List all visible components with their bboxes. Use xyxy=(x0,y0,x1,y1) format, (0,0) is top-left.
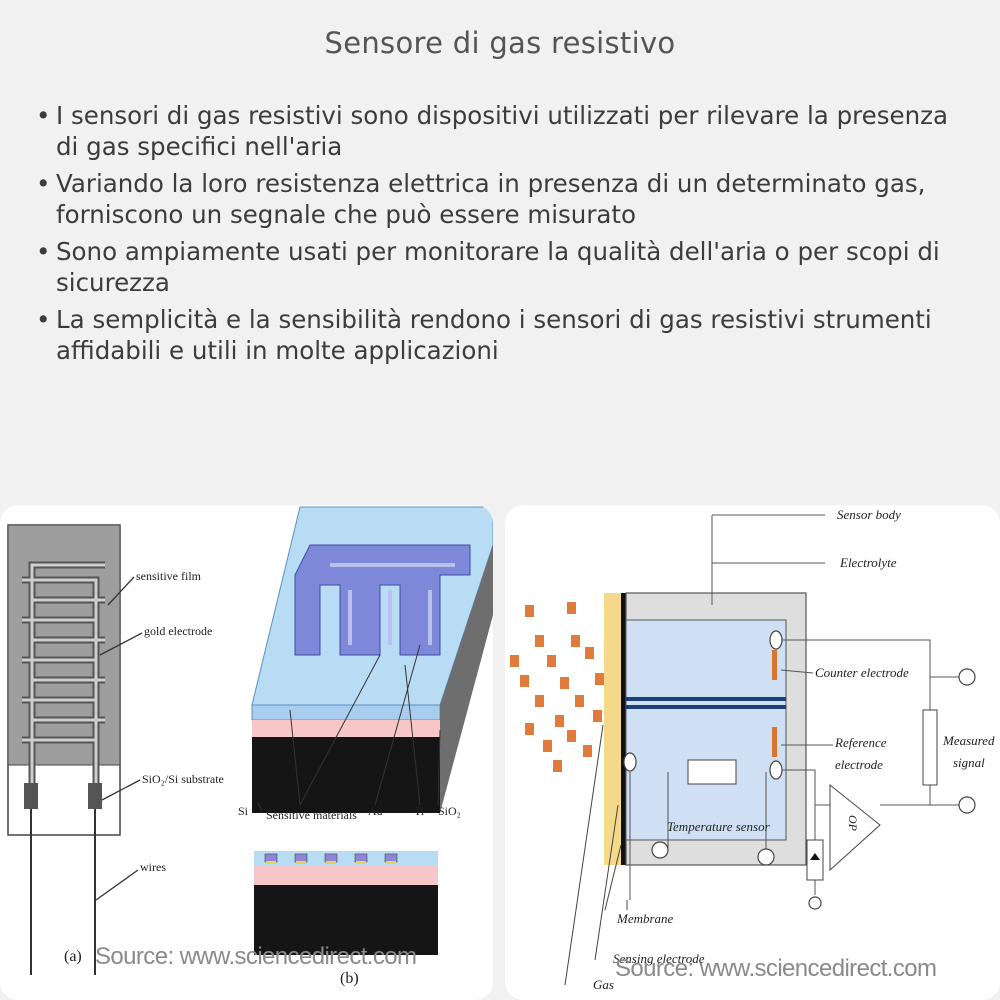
source-credit: Source: www.sciencedirect.com xyxy=(615,955,937,982)
label-reference-electrode: Reference xyxy=(834,735,887,750)
bullet-item: Sono ampiamente usati per monitorare la … xyxy=(34,236,964,298)
bullet-item: Variando la loro resistenza elettrica in… xyxy=(34,168,964,230)
label-electrolyte: Electrolyte xyxy=(839,555,897,570)
label-si: Si xyxy=(238,804,249,818)
bullet-list: I sensori di gas resistivi sono disposit… xyxy=(34,100,964,372)
label-sensitive-film: sensitive film xyxy=(136,569,202,583)
bullet-item: I sensori di gas resistivi sono disposit… xyxy=(34,100,964,162)
svg-text:electrode: electrode xyxy=(835,757,883,772)
cross-section-top xyxy=(254,851,438,865)
label-sensitive-materials: Sensitive materials xyxy=(266,808,357,822)
figure-resistive-sensor-chip: sensitive film gold electrode SiO₂/Si su… xyxy=(0,505,493,1000)
label-sensing-electrode: Sensing electrode xyxy=(613,951,705,966)
panel-label-a: (a) xyxy=(64,948,82,965)
counter-electrode xyxy=(772,650,777,680)
panel-label-b: (b) xyxy=(340,970,359,987)
svg-text:signal: signal xyxy=(953,755,985,770)
label-counter-electrode: Counter electrode xyxy=(815,665,909,680)
electrochemical-diagram: Sensor body Electrolyte Counter electrod… xyxy=(510,507,995,992)
sensing-electrode xyxy=(621,593,626,865)
sensitive-film xyxy=(7,524,121,766)
label-wires: wires xyxy=(140,860,166,874)
label-gas: Gas xyxy=(593,977,614,992)
measured-signal-box xyxy=(922,709,938,786)
temperature-sensor xyxy=(687,759,737,785)
op-amp xyxy=(829,783,881,872)
interdigital-electrode-3d xyxy=(294,544,471,656)
bullet-item: La semplicità e la sensibilità rendono i… xyxy=(34,304,964,366)
label-op: OP xyxy=(846,815,860,832)
figure-electrochemical-sensor: Sensor body Electrolyte Counter electrod… xyxy=(505,505,1000,1000)
membrane xyxy=(604,593,622,865)
label-temperature-sensor: Temperature sensor xyxy=(667,819,771,834)
label-measured-signal: Measured xyxy=(942,733,995,748)
label-membrane: Membrane xyxy=(616,911,674,926)
bond-pad xyxy=(24,783,38,809)
reference-electrode xyxy=(772,727,777,757)
label-sio2: SiO₂ xyxy=(438,804,461,818)
label-au: Au xyxy=(368,804,383,818)
page-title: Sensore di gas resistivo xyxy=(324,26,676,60)
label-gold-electrode: gold electrode xyxy=(144,624,212,638)
label-ti: Ti xyxy=(414,804,425,818)
si-layer xyxy=(252,737,440,813)
label-sensor-body: Sensor body xyxy=(837,507,901,522)
chip-diagram: sensitive film gold electrode SiO₂/Si su… xyxy=(7,506,493,987)
bond-pad xyxy=(88,783,102,809)
electrolyte xyxy=(625,619,787,841)
label-substrate: SiO₂/Si substrate xyxy=(142,772,224,786)
source-credit: Source: www.sciencedirect.com xyxy=(95,943,417,970)
sio2-layer xyxy=(252,720,440,737)
gas-particles xyxy=(510,602,604,772)
